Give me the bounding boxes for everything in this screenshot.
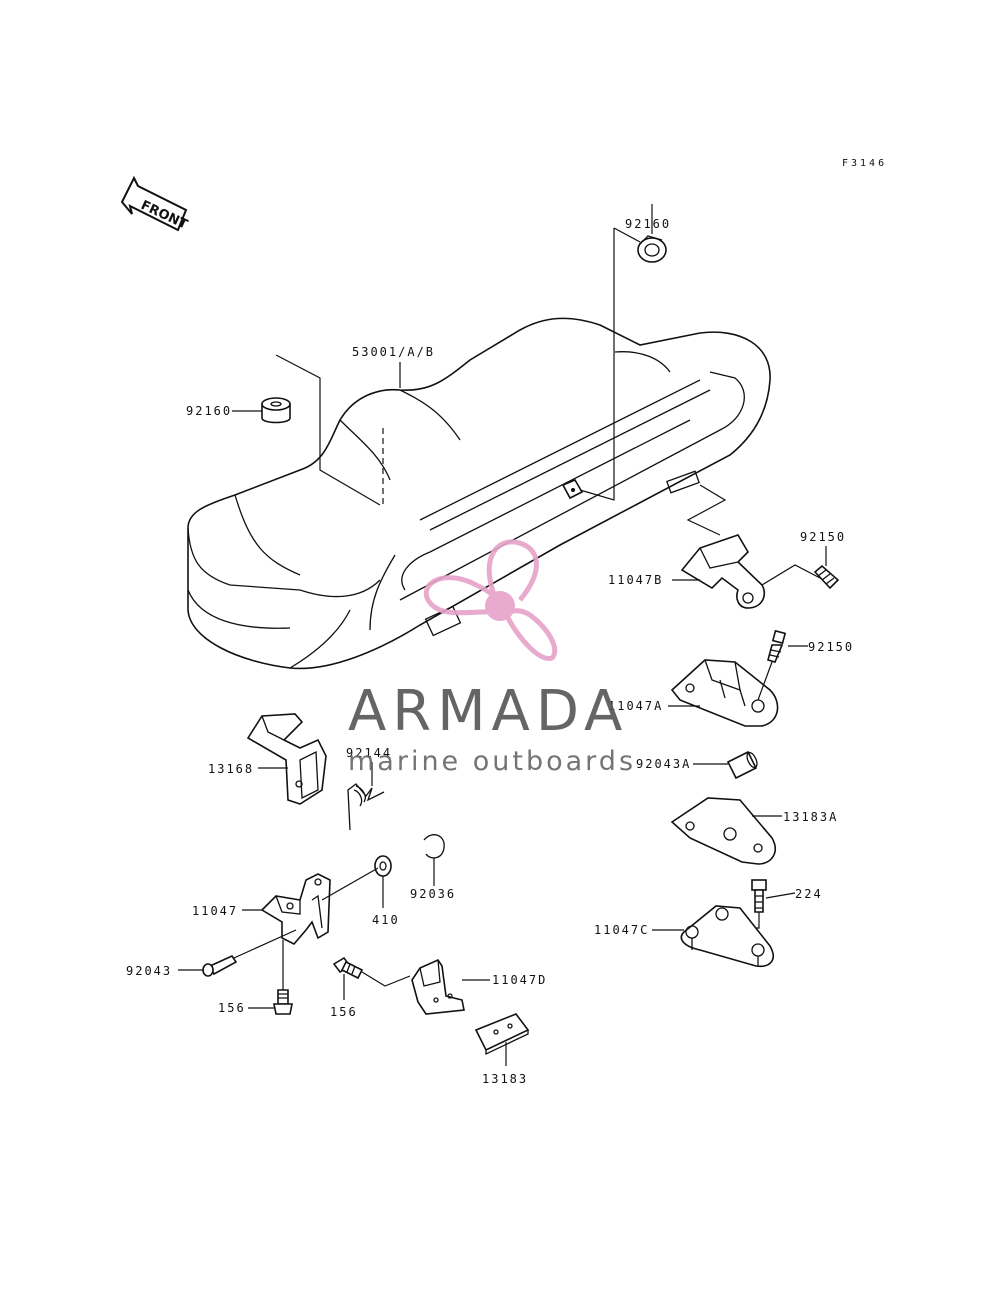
label-11047a: 11047A bbox=[608, 699, 663, 713]
spring-92144 bbox=[347, 783, 385, 831]
bracket-11047a bbox=[670, 659, 779, 727]
label-92036: 92036 bbox=[410, 887, 456, 901]
grommet-92160-top bbox=[637, 235, 667, 263]
label-92160-top: 92160 bbox=[625, 217, 671, 231]
propeller-icon bbox=[423, 539, 558, 661]
label-92150-a: 92150 bbox=[800, 530, 846, 544]
front-arrow-icon: FRONT bbox=[120, 175, 190, 233]
label-13168: 13168 bbox=[208, 762, 254, 776]
figure-code: F3146 bbox=[842, 158, 887, 169]
label-92150-b: 92150 bbox=[808, 640, 854, 654]
bracket-13168 bbox=[246, 713, 327, 805]
watermark-tagline: marine outboards bbox=[348, 746, 636, 777]
bolt-156-a bbox=[273, 989, 293, 1015]
watermark-brand: ARMADA bbox=[348, 679, 628, 744]
label-92043: 92043 bbox=[126, 964, 172, 978]
label-11047b: 11047B bbox=[608, 573, 663, 587]
label-11047d: 11047D bbox=[492, 973, 547, 987]
bolt-92150-b bbox=[767, 629, 787, 663]
pin-92043 bbox=[202, 954, 238, 977]
label-224: 224 bbox=[795, 887, 823, 901]
clip-92036 bbox=[423, 834, 445, 859]
label-11047c: 11047C bbox=[594, 923, 649, 937]
label-11047: 11047 bbox=[192, 904, 238, 918]
collar-92043a bbox=[726, 750, 758, 780]
label-410: 410 bbox=[372, 913, 400, 927]
label-53001: 53001/A/B bbox=[352, 345, 435, 359]
grommet-92160-left bbox=[261, 397, 291, 424]
engine-cover-53001 bbox=[187, 317, 771, 670]
label-156-b: 156 bbox=[330, 1005, 358, 1019]
pad-13183 bbox=[474, 1013, 530, 1056]
bolt-92150-a bbox=[813, 564, 840, 590]
label-13183: 13183 bbox=[482, 1072, 528, 1086]
bracket-11047d bbox=[411, 958, 465, 1015]
label-92043a: 92043A bbox=[636, 757, 691, 771]
bolt-224 bbox=[751, 879, 767, 913]
bracket-11047b bbox=[680, 534, 766, 609]
watermark: ARMADA marine outboards bbox=[348, 539, 636, 777]
label-92160-left: 92160 bbox=[186, 404, 232, 418]
label-156-a: 156 bbox=[218, 1001, 246, 1015]
label-92144: 92144 bbox=[346, 746, 392, 760]
bracket-11047c bbox=[680, 905, 774, 968]
washer-410 bbox=[374, 855, 392, 877]
propeller-hub bbox=[485, 591, 515, 621]
bolt-156-b bbox=[332, 956, 364, 980]
bracket-11047 bbox=[260, 873, 331, 945]
plate-13183a bbox=[670, 797, 776, 865]
label-13183a: 13183A bbox=[783, 810, 838, 824]
